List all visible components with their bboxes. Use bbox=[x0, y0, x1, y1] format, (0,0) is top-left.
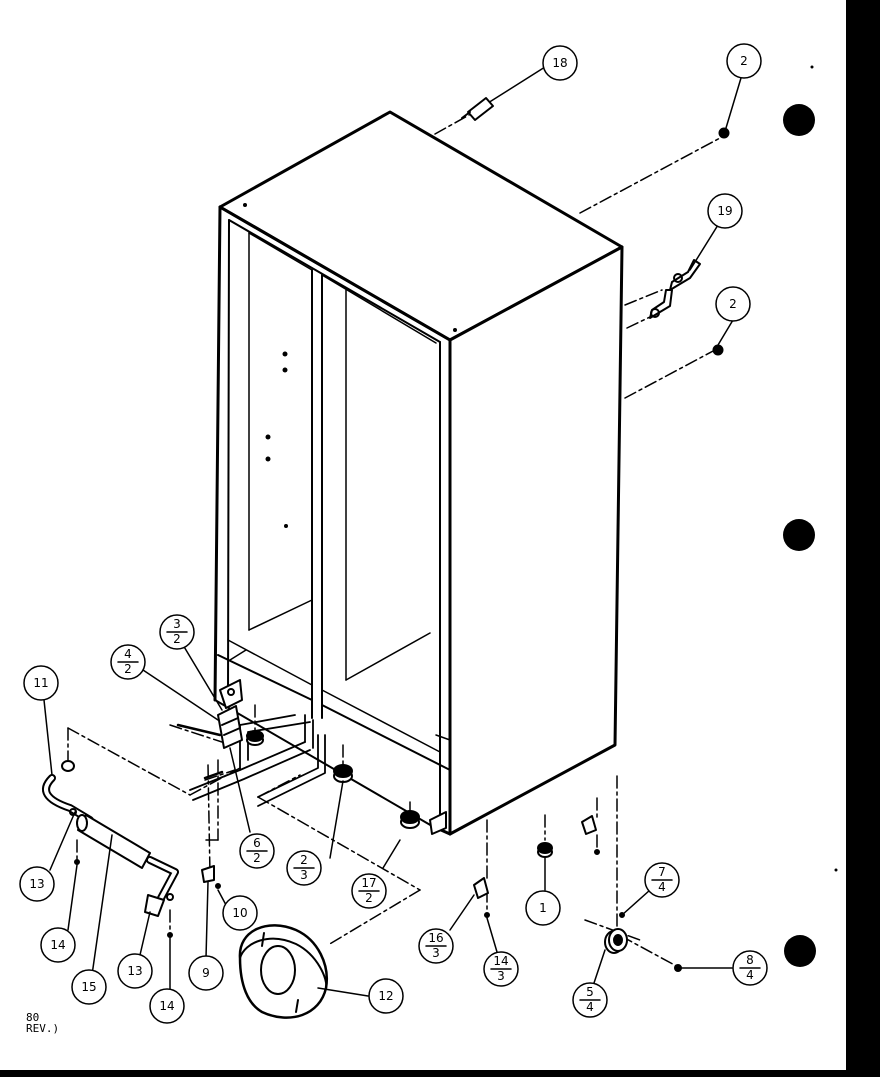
callout-17-2: 17 2 bbox=[351, 873, 387, 909]
callout-4-2-bottom: 2 bbox=[124, 662, 132, 676]
part-1-foot bbox=[537, 842, 553, 891]
callout-3-2-bottom: 2 bbox=[173, 632, 181, 646]
callout-1: 1 bbox=[525, 890, 561, 926]
callout-15: 15 bbox=[71, 969, 107, 1005]
callout-14-3-bottom: 3 bbox=[497, 969, 505, 983]
callout-12: 12 bbox=[368, 978, 404, 1014]
part-2-screw-b bbox=[712, 319, 734, 356]
callout-7-4: 7 4 bbox=[644, 862, 680, 898]
callout-4-2-top: 4 bbox=[124, 647, 132, 661]
callout-9: 9 bbox=[188, 955, 224, 991]
callout-5-4-bottom: 4 bbox=[586, 1000, 594, 1014]
callouts: 18 2 19 2 3 2 4 2 11 bbox=[19, 43, 768, 1024]
callout-19: 19 bbox=[707, 193, 743, 229]
callout-7-4-top: 7 bbox=[658, 865, 666, 879]
callout-6-2: 6 2 bbox=[239, 833, 275, 869]
drain-tubing bbox=[189, 714, 326, 807]
callout-2b: 2 bbox=[715, 286, 751, 322]
binder-holes bbox=[783, 65, 838, 967]
callout-13b-label: 13 bbox=[127, 964, 142, 978]
callout-16-3-bottom: 3 bbox=[432, 946, 440, 960]
part-12-ring bbox=[238, 924, 369, 1019]
callout-6-2-bottom: 2 bbox=[253, 851, 261, 865]
callout-13a-label: 13 bbox=[29, 877, 44, 891]
callout-2b-label: 2 bbox=[729, 297, 737, 311]
callout-8-4: 8 4 bbox=[732, 950, 768, 986]
callout-2a: 2 bbox=[726, 43, 762, 79]
callout-10: 10 bbox=[222, 895, 258, 931]
callout-8-4-top: 8 bbox=[746, 953, 754, 967]
callout-2-3: 2 3 bbox=[286, 850, 322, 886]
callout-3-2: 3 2 bbox=[159, 614, 195, 650]
callout-3-2-top: 3 bbox=[173, 617, 181, 631]
callout-5-4-top: 5 bbox=[586, 985, 594, 999]
part-15-drain-hose bbox=[42, 699, 179, 991]
callout-14b-label: 14 bbox=[159, 999, 174, 1013]
part-bracket-assembly bbox=[142, 639, 251, 833]
callout-7-4-bottom: 4 bbox=[658, 880, 666, 894]
callout-16-3-top: 16 bbox=[428, 931, 443, 945]
cabinet-feet bbox=[219, 679, 447, 869]
cabinet-body bbox=[213, 110, 624, 836]
callout-11-label: 11 bbox=[33, 676, 48, 690]
diagram-sheet: 18 2 19 2 3 2 4 2 11 bbox=[0, 0, 846, 1070]
callout-14-3-top: 14 bbox=[493, 954, 508, 968]
callout-19-label: 19 bbox=[717, 204, 732, 218]
callout-13b: 13 bbox=[117, 953, 153, 989]
callout-2a-label: 2 bbox=[740, 54, 748, 68]
stamp-line-2: REV.) bbox=[26, 1022, 60, 1035]
callout-11: 11 bbox=[23, 665, 59, 701]
callout-2-3-bottom: 3 bbox=[300, 868, 308, 882]
part-5-roller bbox=[593, 889, 733, 984]
callout-15-label: 15 bbox=[81, 980, 96, 994]
part-18-connector bbox=[461, 66, 546, 121]
part-9-clip bbox=[201, 865, 227, 959]
callout-14a-label: 14 bbox=[50, 938, 65, 952]
callout-14a: 14 bbox=[40, 927, 76, 963]
callout-18: 18 bbox=[542, 45, 578, 81]
cabinet-holes bbox=[243, 203, 457, 528]
rear-clip bbox=[581, 815, 600, 855]
callout-14b: 14 bbox=[149, 988, 185, 1024]
part-16-clip bbox=[449, 877, 498, 953]
callout-17-2-top: 17 bbox=[361, 876, 376, 890]
callout-10-label: 10 bbox=[232, 906, 247, 920]
callout-12-label: 12 bbox=[378, 989, 393, 1003]
callout-17-2-bottom: 2 bbox=[365, 891, 373, 905]
stamp-line-1: 80 bbox=[26, 1011, 40, 1024]
callout-16-3: 16 3 bbox=[418, 928, 454, 964]
exploded-parts-diagram: 18 2 19 2 3 2 4 2 11 bbox=[19, 43, 838, 1024]
callout-4-2: 4 2 bbox=[110, 644, 146, 680]
callout-1-label: 1 bbox=[539, 901, 547, 915]
callout-2-3-top: 2 bbox=[300, 853, 308, 867]
callout-14-3: 14 3 bbox=[483, 951, 519, 987]
callout-5-4: 5 4 bbox=[572, 982, 608, 1018]
revision-stamp: 80 REV.) bbox=[26, 1012, 59, 1034]
part-19-hinge-brackets bbox=[649, 224, 719, 319]
callout-8-4-bottom: 4 bbox=[746, 968, 754, 982]
callout-13a: 13 bbox=[19, 866, 55, 902]
callout-18-label: 18 bbox=[552, 56, 567, 70]
part-2-screw-a bbox=[718, 77, 742, 139]
callout-6-2-top: 6 bbox=[253, 836, 261, 850]
callout-9-label: 9 bbox=[202, 966, 210, 980]
